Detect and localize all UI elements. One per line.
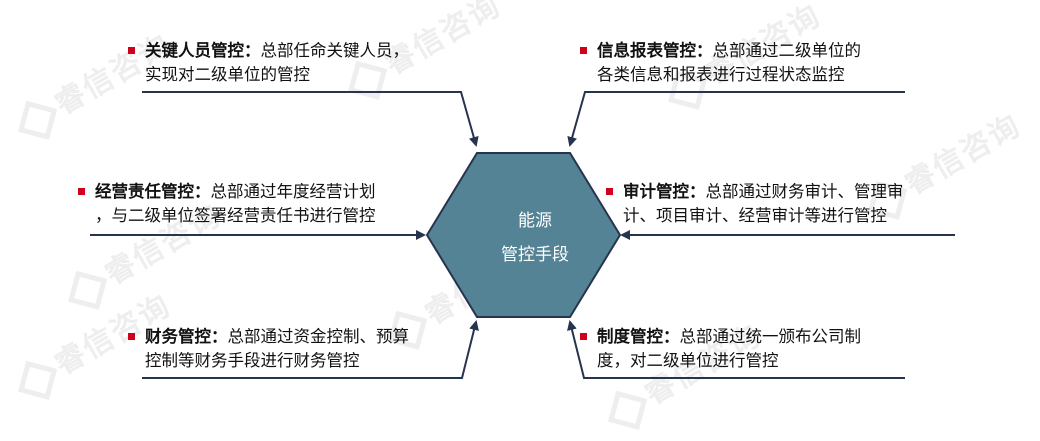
arrow-bottom-right (567, 320, 905, 379)
note-operating-responsibility: 经营责任管控：总部通过年度经营计划 ，与二级单位签署经营责任书进行管控 (78, 180, 438, 228)
diagram-canvas (90, 91, 955, 379)
red-bullet-icon (580, 333, 587, 340)
center-label-line1: 能源 (518, 211, 552, 231)
note-institution-control: 制度管控：总部通过统一颁布公司制 度，对二级单位进行管控 (580, 325, 920, 373)
arrow-top-right (567, 91, 905, 147)
center-label-line2: 管控手段 (501, 245, 569, 265)
note-financial-control: 财务管控：总部通过资金控制、预算 控制等财务手段进行财务管控 (128, 325, 468, 373)
arrow-bottom-left (142, 320, 479, 379)
red-bullet-icon (128, 47, 135, 54)
note-key-personnel: 关键人员管控：总部任命关键人员， 实现对二级单位的管控 (128, 39, 468, 87)
red-bullet-icon (78, 188, 85, 195)
note-info-reports: 信息报表管控：总部通过二级单位的 各类信息和报表进行过程状态监控 (580, 39, 920, 87)
red-bullet-icon (606, 188, 613, 195)
red-bullet-icon (128, 333, 135, 340)
red-bullet-icon (580, 47, 587, 54)
arrow-top-left (142, 91, 479, 147)
note-audit-control: 审计管控：总部通过财务审计、管理审 计、项目审计、经营审计等进行管控 (606, 180, 966, 228)
center-hexagon (425, 152, 622, 318)
